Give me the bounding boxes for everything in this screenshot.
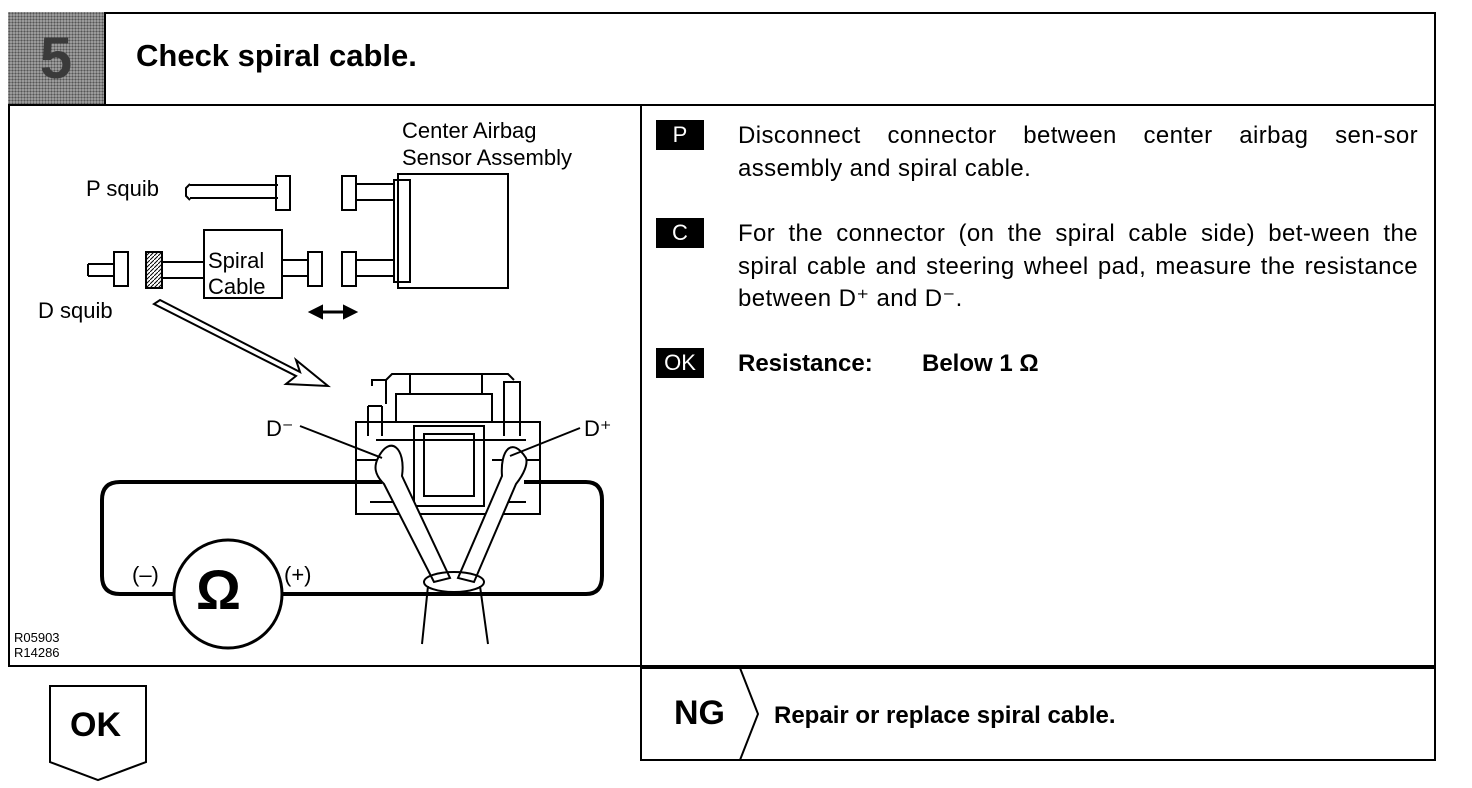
ok-arrow-box [49, 685, 147, 782]
resistance-value: Below 1 Ω [922, 350, 1039, 377]
label-d-minus: D⁻ [266, 416, 294, 441]
ng-label: NG [674, 694, 725, 732]
hatched-connector [145, 251, 163, 289]
ohm-symbol: Ω [196, 558, 241, 621]
label-center-airbag: Center Airbag [402, 118, 537, 143]
meter-loop-right [282, 480, 604, 596]
badge-p: P [656, 120, 704, 150]
probe-left [374, 444, 452, 584]
instruction-c-text: For the connector (on the spiral cable s… [738, 220, 1418, 312]
figure-code-1: R05903 [14, 630, 60, 645]
label-d-squib: D squib [38, 298, 113, 323]
terminal-block [413, 425, 485, 507]
label-minus: (–) [132, 562, 159, 587]
badge-ok: OK [656, 348, 704, 378]
sensor-assembly-box [397, 173, 509, 289]
step-number-badge: 5 [8, 12, 106, 104]
sensor-connector-strip [393, 179, 411, 283]
spiral-right-connector [307, 251, 323, 287]
ng-action-text: Repair or replace spiral cable. [774, 702, 1116, 729]
sensor-p-connector [341, 175, 357, 211]
label-plus: (+) [284, 562, 312, 587]
spiral-cable-box [203, 229, 283, 299]
probe-right [456, 446, 528, 584]
step-title: Check spiral cable. [136, 38, 417, 73]
instruction-panel [640, 104, 1436, 667]
d-squib-connector [113, 251, 129, 287]
label-sensor-assembly: Sensor Assembly [402, 145, 572, 170]
label-p-squib: P squib [86, 176, 159, 201]
p-squib-lead [185, 183, 191, 201]
ng-divider-chevron [739, 668, 760, 760]
figure-code-2: R14286 [14, 645, 60, 660]
spiral-cable-diagram [87, 173, 604, 650]
label-d-plus: D⁺ [584, 416, 612, 441]
ok-label: OK [70, 706, 121, 744]
label-cable: Cable [208, 274, 266, 299]
resistance-label: Resistance: [738, 350, 873, 377]
callout-arrow [152, 298, 331, 388]
p-squib-connector [275, 175, 291, 211]
meter-loop-left [100, 480, 382, 596]
ohmmeter-circle [172, 538, 284, 650]
badge-c: C [656, 218, 704, 248]
sensor-d-connector [341, 251, 357, 287]
ng-box [640, 667, 1436, 761]
instruction-p-text: Disconnect connector between center airb… [738, 122, 1418, 182]
label-spiral: Spiral [208, 248, 265, 273]
